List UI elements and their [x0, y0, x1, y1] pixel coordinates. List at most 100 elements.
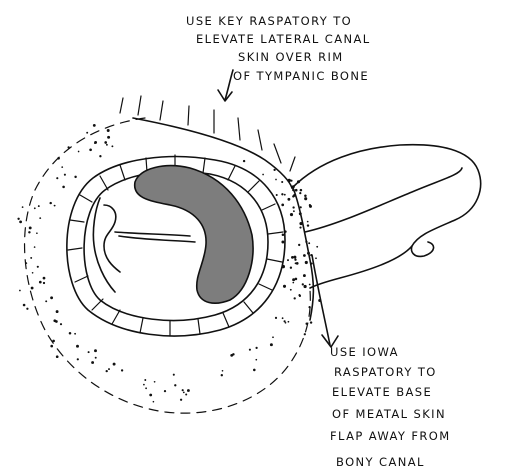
stipple-dot: [255, 347, 257, 349]
stipple-dot: [295, 189, 298, 192]
stipple-dot: [287, 198, 290, 201]
stipple-dot: [292, 195, 294, 197]
stipple-dot: [300, 189, 303, 192]
stipple-dot: [31, 287, 34, 290]
top-annotation: USE KEY RASPATORY TO ELEVATE LATERAL CAN…: [186, 14, 371, 83]
stipple-dot: [22, 206, 24, 208]
stipple-dot: [303, 274, 306, 277]
stipple-dot: [174, 384, 176, 386]
stipple-dot: [17, 218, 19, 220]
stipple-dot: [37, 266, 39, 268]
stipple-dot: [77, 358, 79, 360]
stipple-dot: [290, 213, 293, 216]
stipple-dot: [149, 394, 152, 397]
stipple-dot: [303, 285, 306, 288]
top-annotation-line-4: OF TYMPANIC BONE: [233, 69, 369, 83]
stipple-dot: [307, 224, 309, 226]
stipple-dot: [309, 205, 312, 208]
stipple-dot: [293, 210, 295, 212]
stipple-dot: [293, 256, 296, 259]
stipple-dot: [298, 244, 300, 246]
stipple-dot: [50, 345, 53, 348]
stipple-dot: [106, 370, 108, 372]
stipple-dot: [91, 361, 94, 364]
stipple-dot: [56, 177, 58, 179]
stipple-dot: [19, 290, 21, 292]
stipple-dot: [43, 282, 45, 284]
stipple-dot: [153, 401, 155, 403]
stipple-dot: [56, 355, 59, 358]
stipple-dot: [67, 146, 69, 148]
stipple-dot: [74, 333, 76, 335]
bottom-annotation-line-6: BONY CANAL: [336, 455, 425, 469]
top-annotation-line-1: USE KEY RASPATORY TO: [186, 14, 352, 28]
bottom-annotation-line-2: RASPATORY TO: [334, 365, 437, 379]
stipple-dot: [108, 368, 110, 370]
stipple-dot: [282, 233, 285, 236]
bottom-annotation-line-1: USE IOWA: [330, 345, 399, 359]
stipple-dot: [54, 205, 56, 207]
stipple-dot: [294, 297, 296, 299]
stipple-dot: [26, 308, 28, 310]
stipple-dot: [281, 193, 283, 195]
stipple-dot: [113, 363, 116, 366]
stipple-dot: [255, 359, 257, 361]
stipple-dot: [300, 206, 302, 208]
bottom-annotation: USE IOWA RASPATORY TO ELEVATE BASE OF ME…: [330, 345, 451, 469]
stipple-dot: [45, 300, 47, 302]
stipple-dot: [154, 381, 156, 383]
stipple-dot: [25, 262, 27, 264]
stipple-dot: [28, 231, 30, 233]
stipple-dot: [39, 217, 41, 219]
stipple-dot: [57, 157, 60, 160]
stipple-dot: [315, 257, 317, 259]
top-arrow: [218, 70, 233, 101]
stipple-dot: [43, 277, 46, 280]
stipple-dot: [143, 384, 145, 386]
stipple-dot: [107, 136, 110, 139]
stipple-dot: [276, 194, 278, 196]
stipple-dot: [290, 289, 292, 291]
outer-canal-boundary: [17, 118, 321, 413]
stipple-dot: [302, 283, 304, 285]
stipple-dot: [76, 345, 79, 348]
stipple-dot: [50, 296, 53, 299]
stipple-dot: [86, 132, 88, 134]
stipple-dot: [316, 246, 318, 248]
stipple-dot: [180, 399, 182, 401]
stipple-dot: [38, 205, 40, 207]
stipple-dot: [299, 192, 301, 194]
stipple-dot: [309, 284, 311, 286]
stipple-dot: [62, 186, 65, 189]
stipple-dot: [262, 174, 264, 176]
bottom-annotation-line-4: OF MEATAL SKIN: [332, 407, 446, 421]
stipple-dot: [308, 306, 310, 308]
stipple-dot: [294, 259, 296, 261]
stipple-dot: [243, 160, 245, 162]
stipple-dot: [270, 343, 273, 346]
stipple-dot: [292, 206, 294, 208]
top-annotation-line-3: SKIN OVER RIM: [238, 50, 344, 64]
stipple-dot: [182, 389, 184, 391]
stipple-dot: [107, 129, 110, 132]
stipple-dot: [282, 317, 284, 319]
stipple-dot: [305, 322, 307, 324]
stipple-dot: [30, 257, 32, 259]
lateral-canal-skin-flap: [133, 118, 481, 320]
stipple-dot: [304, 197, 307, 200]
stipple-dot: [288, 321, 290, 323]
stipple-dot: [29, 226, 32, 229]
stipple-dot: [94, 349, 97, 352]
top-annotation-line-2: ELEVATE LATERAL CANAL: [196, 32, 371, 46]
stipple-dot: [285, 322, 287, 324]
stipple-dot: [291, 256, 294, 259]
stipple-dot: [23, 304, 26, 307]
bottom-annotation-line-5: FLAP AWAY FROM: [330, 429, 451, 443]
stipple-dot: [272, 336, 274, 338]
stipple-dot: [89, 148, 92, 151]
stipple-dot: [187, 389, 190, 392]
stipple-dot: [19, 221, 22, 224]
stipple-dot: [281, 204, 284, 207]
stipple-dot: [99, 155, 101, 157]
